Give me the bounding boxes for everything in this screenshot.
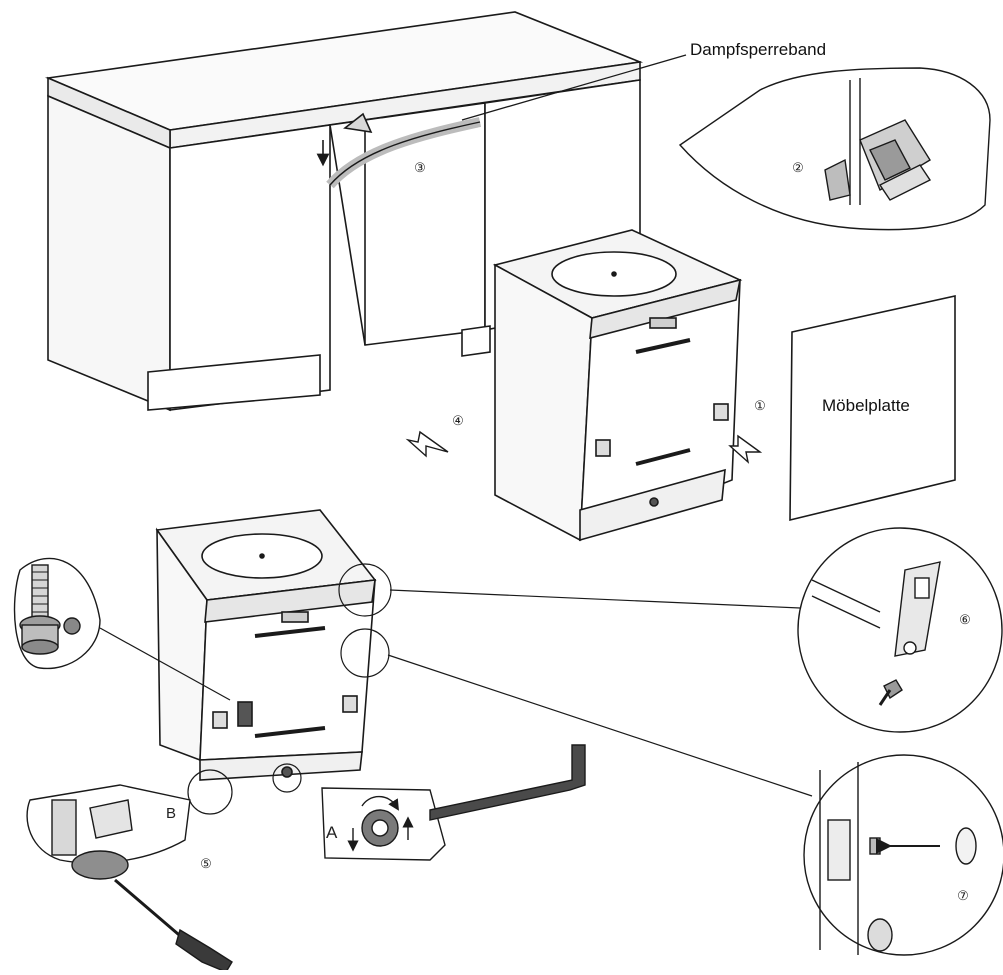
step-marker-4: ④: [452, 413, 464, 428]
dishwasher-bottom: [155, 509, 377, 781]
detail-letter-a: A: [326, 823, 338, 842]
step-marker-1: ①: [754, 398, 766, 413]
furniture-panel: [789, 295, 956, 522]
screwdriver-detail: [26, 784, 233, 973]
step-marker-5: ⑤: [200, 856, 212, 871]
adjuster-detail: [321, 787, 446, 861]
step-marker-7: ⑦: [957, 888, 969, 903]
kitchen-cabinet: [45, 11, 644, 412]
detail-letter-b: B: [166, 805, 176, 822]
dishwasher-top: [492, 229, 743, 542]
hex-key: [429, 744, 586, 821]
detail-screw-7: [803, 754, 1003, 956]
furniture-panel-label: Möbelplatte: [822, 396, 910, 415]
step-marker-2: ②: [792, 160, 804, 175]
step-marker-6: ⑥: [959, 612, 971, 627]
insert-arrows: [405, 430, 763, 464]
vapor-barrier-tape-label: Dampfsperreband: [690, 40, 827, 59]
detail-bracket-6: [797, 527, 1003, 733]
step-marker-3: ③: [414, 160, 426, 175]
vapor-tape-leader: [461, 54, 687, 121]
foot-detail: [13, 557, 101, 670]
hinge-detail: [678, 67, 991, 231]
zoom-callouts: [99, 563, 813, 815]
